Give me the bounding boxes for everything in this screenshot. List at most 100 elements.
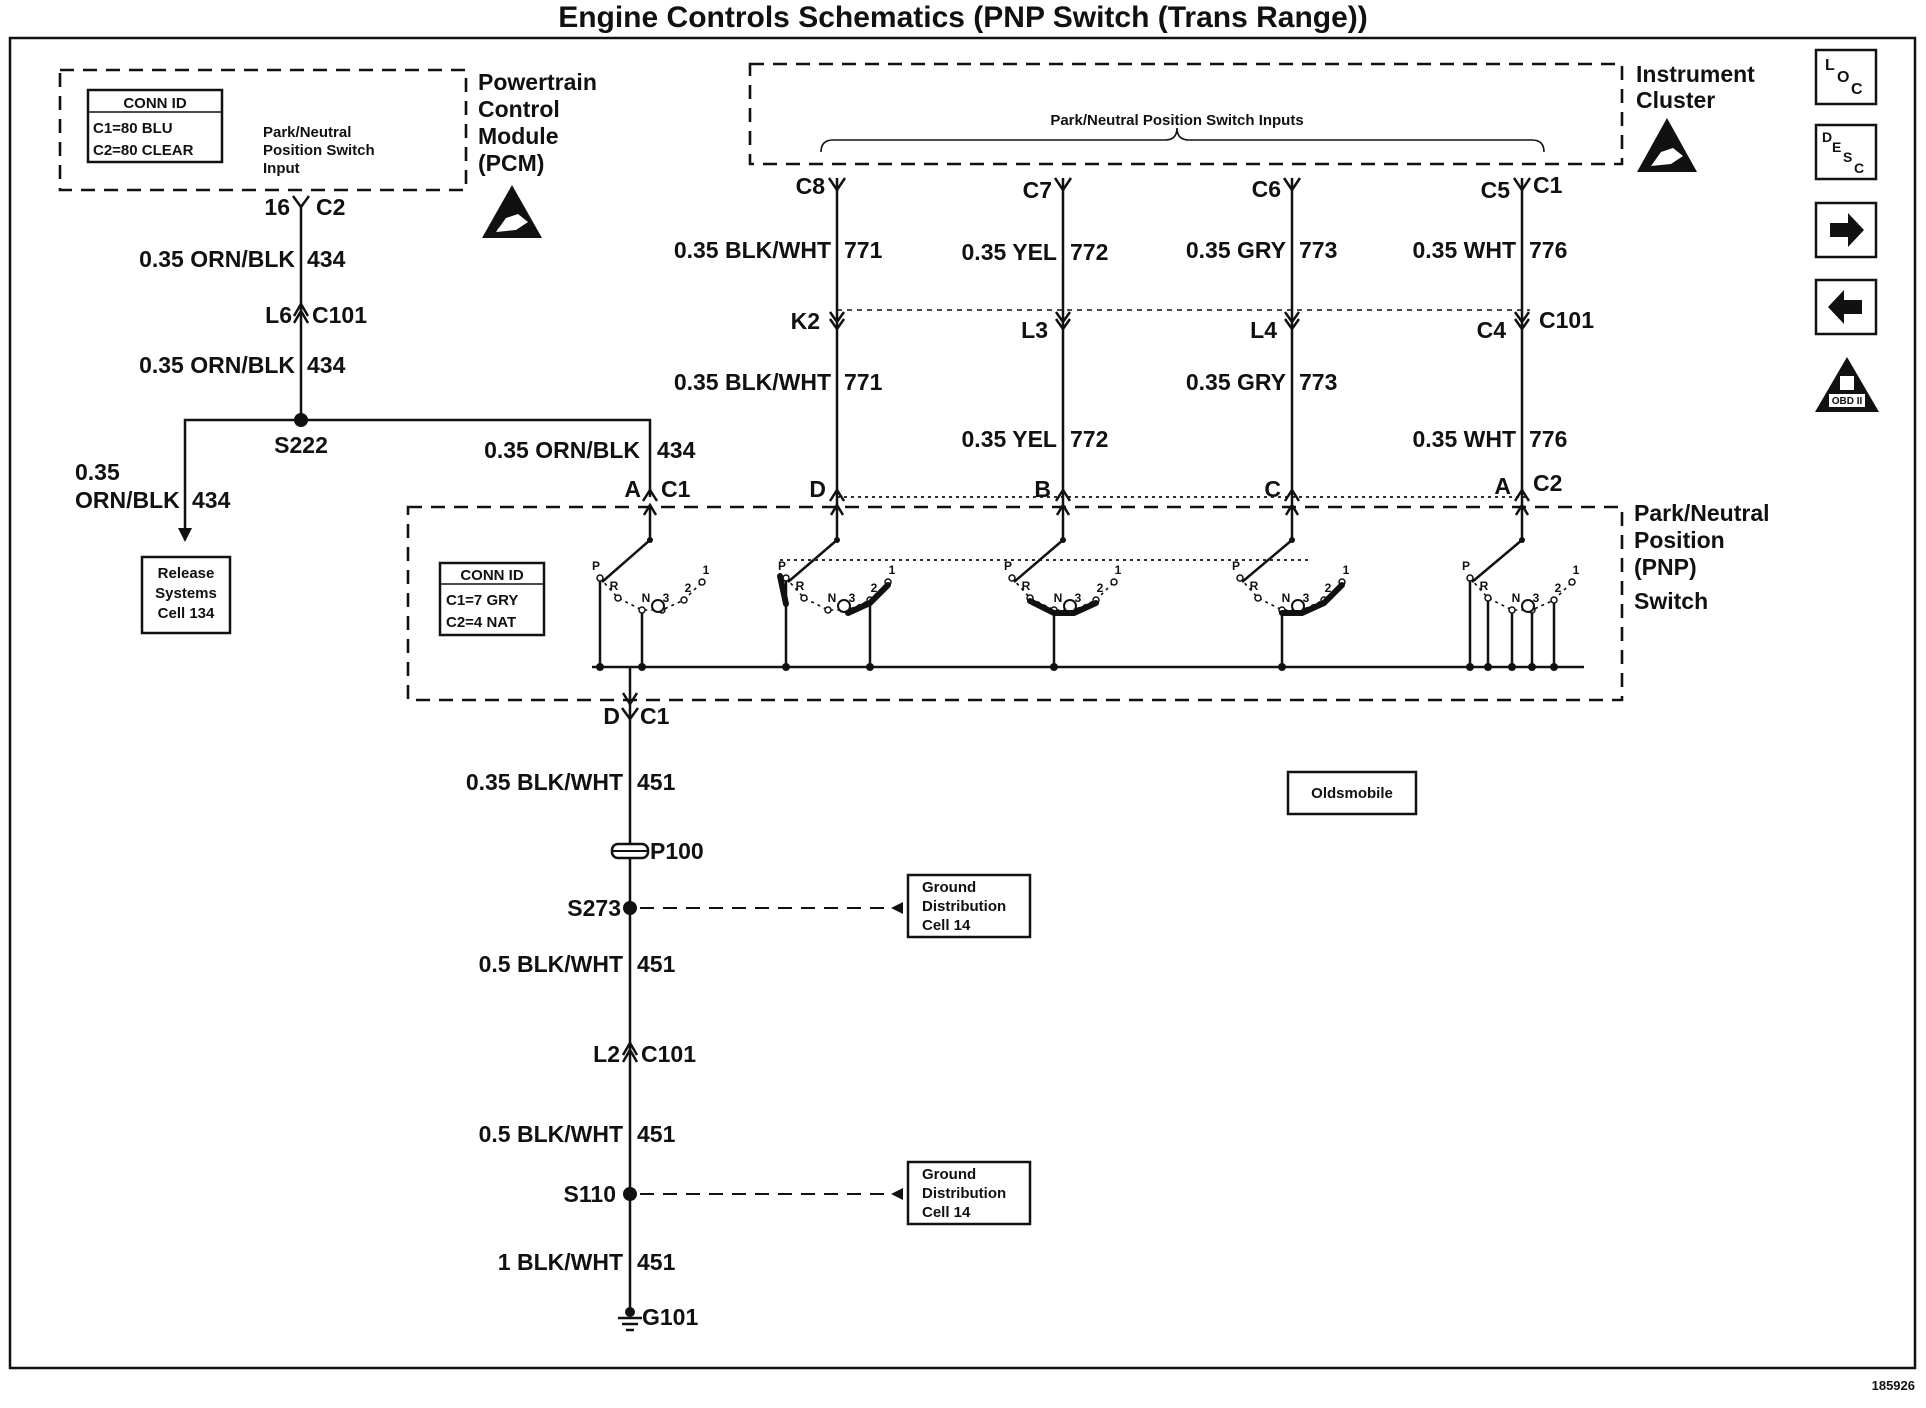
gd1-label-3: Cell 14 bbox=[922, 917, 971, 934]
col4-bot-pin: A bbox=[1494, 473, 1511, 499]
lw-to-pnp-circuit: 434 bbox=[657, 437, 696, 463]
arrow-right-icon bbox=[1830, 213, 1864, 247]
col1-wire1: 0.35 BLK/WHT bbox=[674, 237, 831, 263]
column-3: C6 0.35 GRY 773 L4 0.35 GRY 773 C bbox=[1186, 176, 1337, 505]
prev-arrow-button[interactable] bbox=[1814, 278, 1878, 336]
col3-wire1: 0.35 GRY bbox=[1186, 237, 1286, 263]
obd-button[interactable]: OBD II bbox=[1815, 357, 1879, 412]
release-label-2: Systems bbox=[155, 585, 217, 602]
oldsmobile-box bbox=[1286, 770, 1418, 816]
pcm-conn-c2: C2=80 CLEAR bbox=[93, 142, 194, 159]
p100-passthrough bbox=[610, 842, 650, 860]
figure-id: 185926 bbox=[1872, 1378, 1915, 1393]
pnp-out-conn: C1 bbox=[640, 703, 670, 729]
col1-wire2: 0.35 BLK/WHT bbox=[674, 369, 831, 395]
pnp-pos-label: 1 bbox=[889, 563, 896, 577]
cluster-name-2: Cluster bbox=[1636, 87, 1715, 113]
gd2-label-2: Distribution bbox=[922, 1185, 1006, 1202]
gnd-wire1: 0.35 BLK/WHT bbox=[466, 769, 623, 795]
col2-wire2: 0.35 YEL bbox=[962, 426, 1057, 452]
lw-circuit1: 434 bbox=[307, 246, 346, 272]
desc-letter-c: C bbox=[1854, 160, 1864, 176]
column-2: C7 0.35 YEL 772 L3 0.35 YEL 772 B bbox=[962, 177, 1108, 505]
pnp-pos-label: N bbox=[828, 591, 837, 605]
pnp-pos-label: 2 bbox=[1325, 581, 1332, 595]
col4-top-pin: C5 bbox=[1481, 177, 1511, 203]
pcm-input-label-2: Position Switch bbox=[263, 142, 375, 159]
pcm-pin: 16 bbox=[264, 194, 290, 220]
lw-c101-pin: L6 bbox=[265, 302, 292, 328]
col2-circuit1: 772 bbox=[1070, 239, 1108, 265]
col4-wire2: 0.35 WHT bbox=[1412, 426, 1516, 452]
pnp-pos-label: 1 bbox=[1115, 563, 1122, 577]
pnp-name-2: Position bbox=[1634, 527, 1725, 553]
pnp-pos-label: N bbox=[1512, 591, 1521, 605]
gnd-s110: S110 bbox=[564, 1181, 616, 1207]
pnp-out-pin: D bbox=[603, 703, 620, 729]
gnd-wire2: 0.5 BLK/WHT bbox=[479, 951, 623, 977]
pnp-conn-id-box bbox=[438, 561, 546, 637]
pnp-name-1: Park/Neutral bbox=[1634, 500, 1770, 526]
pnp-pos-label: P bbox=[1462, 559, 1470, 573]
arrow-left-icon bbox=[1828, 290, 1862, 324]
pcm-esd-icon bbox=[482, 185, 542, 238]
lw-branch-circuit: 434 bbox=[192, 487, 231, 513]
lw-splice: S222 bbox=[274, 432, 328, 458]
pnp-pos-label: 1 bbox=[1343, 563, 1350, 577]
gnd-circuit2: 451 bbox=[637, 951, 676, 977]
pnp-pos-label: P bbox=[592, 559, 600, 573]
col1-circuit1: 771 bbox=[844, 237, 883, 263]
col1-mid-pin: K2 bbox=[791, 308, 820, 334]
ground-symbol-icon bbox=[618, 1307, 642, 1332]
lw-c101: C101 bbox=[312, 302, 367, 328]
desc-letter-s: S bbox=[1843, 149, 1852, 165]
pnp-name-4: Switch bbox=[1634, 588, 1708, 614]
pnp-conn-id-title: CONN ID bbox=[460, 567, 524, 584]
lw-wire2: 0.35 ORN/BLK bbox=[139, 352, 295, 378]
pcm-conn-id-box bbox=[86, 88, 224, 164]
gnd-circuit3: 451 bbox=[637, 1121, 676, 1147]
pcm-input-label-3: Input bbox=[263, 160, 300, 177]
pnp-pos-label: R bbox=[1250, 579, 1259, 593]
lw-circuit2: 434 bbox=[307, 352, 346, 378]
lw-branch-wire-2: ORN/BLK bbox=[75, 487, 180, 513]
gnd-c101-pin: L2 bbox=[593, 1041, 620, 1067]
pcm-name-2: Control bbox=[478, 96, 560, 122]
lw-pnp-conn: C1 bbox=[661, 476, 691, 502]
pnp-pos-label: N bbox=[1282, 591, 1291, 605]
pnp-pos-label: 3 bbox=[1303, 591, 1310, 605]
col4-bot-conn: C2 bbox=[1533, 470, 1562, 496]
release-systems-link[interactable]: Release Systems Cell 134 bbox=[140, 555, 232, 635]
next-arrow-button[interactable] bbox=[1814, 201, 1878, 259]
ground-distribution-link-2[interactable]: Ground Distribution Cell 14 bbox=[906, 1160, 1032, 1226]
pnp-pos-label: R bbox=[1480, 579, 1489, 593]
col4-wire1: 0.35 WHT bbox=[1412, 237, 1516, 263]
pnp-pos-label: 3 bbox=[1533, 591, 1540, 605]
lw-pnp-pin: A bbox=[624, 476, 641, 502]
col1-circuit2: 771 bbox=[844, 369, 883, 395]
pnp-pos-label: 3 bbox=[663, 591, 670, 605]
cluster-name-1: Instrument bbox=[1636, 61, 1755, 87]
col2-top-pin: C7 bbox=[1023, 177, 1052, 203]
pnp-pos-label: P bbox=[1004, 559, 1012, 573]
gd1-label-1: Ground bbox=[922, 879, 976, 896]
desc-button[interactable]: D E S C bbox=[1814, 123, 1878, 181]
pnp-pos-label: P bbox=[778, 559, 786, 573]
gnd-wire3: 0.5 BLK/WHT bbox=[479, 1121, 623, 1147]
gnd-wire4: 1 BLK/WHT bbox=[498, 1249, 623, 1275]
loc-button[interactable]: L O C bbox=[1814, 48, 1878, 106]
cluster-esd-icon bbox=[1637, 118, 1697, 172]
pnp-pos-label: N bbox=[642, 591, 651, 605]
pcm-conn-id-title: CONN ID bbox=[123, 95, 187, 112]
lw-c101-connector bbox=[292, 301, 310, 324]
pnp-pos-label: 1 bbox=[1573, 563, 1580, 577]
col2-circuit2: 772 bbox=[1070, 426, 1108, 452]
outer-frame bbox=[8, 36, 1917, 1370]
ground-distribution-link-1[interactable]: Ground Distribution Cell 14 bbox=[906, 873, 1032, 939]
release-label-3: Cell 134 bbox=[158, 605, 215, 622]
loc-letter-o: O bbox=[1837, 69, 1849, 86]
col4-circuit1: 776 bbox=[1529, 237, 1567, 263]
col3-wire2: 0.35 GRY bbox=[1186, 369, 1286, 395]
